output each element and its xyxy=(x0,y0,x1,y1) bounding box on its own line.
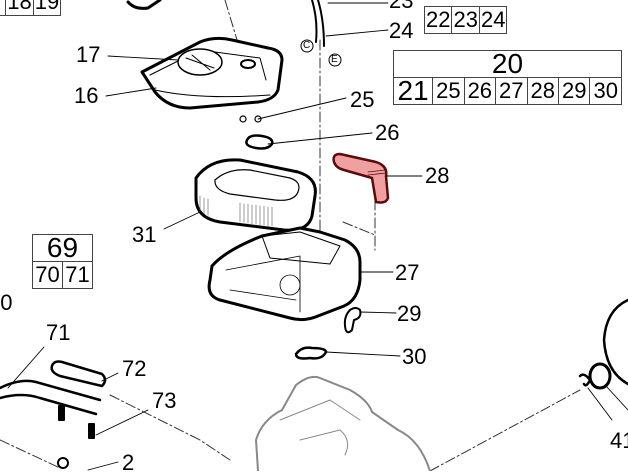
callout-70[interactable]: 70 xyxy=(0,290,13,315)
part-28-ridge xyxy=(367,169,387,176)
ref-cell[interactable]: 71 xyxy=(62,261,93,289)
ref-table-top-right: 22 23 24 xyxy=(423,6,508,34)
part-17-knob[interactable] xyxy=(177,48,256,76)
ref-cell[interactable]: 22 xyxy=(423,6,453,34)
leader-lines xyxy=(7,2,628,471)
part-27-filter-housing[interactable] xyxy=(207,226,362,322)
ref-cell[interactable]: 30 xyxy=(589,77,622,105)
callout-2[interactable]: 2 xyxy=(122,450,135,475)
marker-c: C xyxy=(303,40,311,51)
marker-e: E xyxy=(331,54,338,65)
part-73-screws[interactable] xyxy=(58,405,95,439)
cable xyxy=(311,0,325,47)
ref-cell[interactable]: 23 xyxy=(451,6,480,34)
part-71-bracket-rod[interactable] xyxy=(0,379,102,416)
callout-24[interactable]: 24 xyxy=(389,18,414,43)
callout-31[interactable]: 31 xyxy=(132,222,157,247)
part-72-plate[interactable] xyxy=(50,360,107,388)
ref-cell[interactable]: 27 xyxy=(495,77,528,105)
callout-71[interactable]: 71 xyxy=(46,320,71,345)
ref-cell[interactable]: 24 xyxy=(478,6,508,34)
callout-41[interactable]: 41 xyxy=(610,428,628,453)
ref-cell[interactable]: 25 xyxy=(432,77,465,105)
marker-e-circle xyxy=(328,53,342,67)
ref-cell[interactable]: 29 xyxy=(557,77,591,105)
ref-cell[interactable]: 19 xyxy=(32,0,62,16)
callout-26[interactable]: 26 xyxy=(375,120,400,145)
ref-cell-21[interactable]: 21 xyxy=(392,77,434,105)
ref-cell[interactable]: 18 xyxy=(5,0,34,16)
crankcase xyxy=(255,375,431,471)
centerlines xyxy=(0,0,581,471)
part-26-gasket[interactable] xyxy=(245,134,274,150)
part-29-clip[interactable] xyxy=(343,307,362,334)
callout-30[interactable]: 30 xyxy=(402,344,427,369)
callout-25[interactable]: 25 xyxy=(350,87,375,112)
part-41-assembly xyxy=(578,298,628,390)
ref-header-20[interactable]: 20 xyxy=(393,50,622,78)
ref-table-top-left: 7 18 19 xyxy=(0,0,62,16)
ref-header-69[interactable]: 69 xyxy=(32,234,93,262)
part-31-air-filter[interactable] xyxy=(194,158,317,232)
ref-cell[interactable]: 26 xyxy=(463,77,497,105)
ref-cell[interactable]: 70 xyxy=(32,261,63,289)
callout-17[interactable]: 17 xyxy=(76,42,101,67)
ref-table-group-69: 69 70 71 xyxy=(32,234,93,289)
callout-28[interactable]: 28 xyxy=(425,163,450,188)
part-28-intake-duct[interactable] xyxy=(332,152,390,204)
ref-cell[interactable]: 28 xyxy=(526,77,559,105)
callout-73[interactable]: 73 xyxy=(152,388,177,413)
callout-72[interactable]: 72 xyxy=(122,356,147,381)
callout-16[interactable]: 16 xyxy=(74,83,99,108)
part-25-nuts[interactable] xyxy=(239,115,262,123)
part-30-flange-gasket[interactable] xyxy=(294,346,328,360)
part-top-fragment xyxy=(126,0,162,10)
callout-23[interactable]: 23 xyxy=(389,0,414,13)
marker-c-circle xyxy=(300,39,314,53)
callout-27[interactable]: 27 xyxy=(395,260,420,285)
part-2-nut xyxy=(57,457,69,469)
ref-table-group-20: 20 21 25 26 27 28 29 30 xyxy=(392,50,622,105)
callout-29[interactable]: 29 xyxy=(397,301,422,326)
